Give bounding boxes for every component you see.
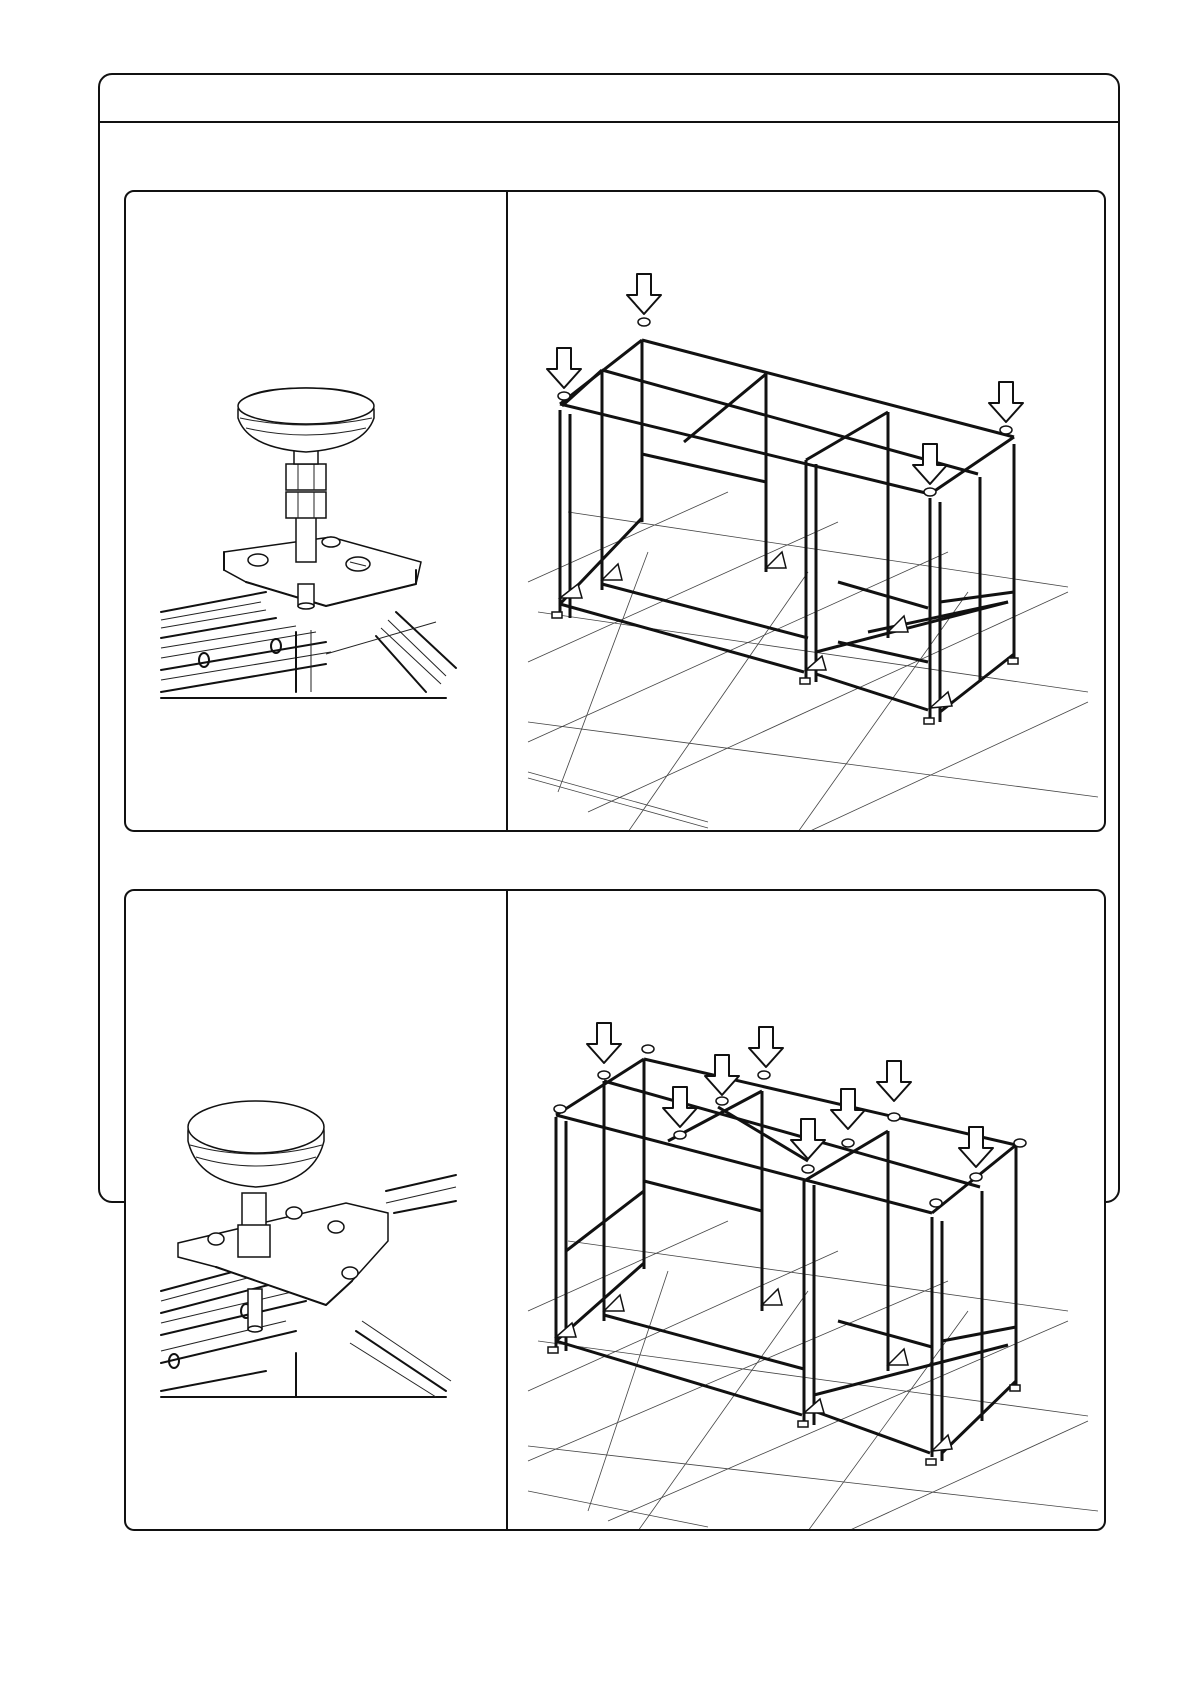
corner-plate <box>224 537 421 606</box>
down-arrow-icon <box>749 1027 783 1067</box>
down-arrow-icon <box>831 1089 865 1129</box>
top-joint-cap <box>1014 1139 1026 1147</box>
step-panel-2 <box>124 889 1106 1531</box>
frame-assembly-illustration <box>508 192 1104 832</box>
down-arrow-icon <box>663 1087 697 1127</box>
top-joint-caps <box>554 1045 1026 1207</box>
detail-view-2 <box>126 891 508 1529</box>
top-joint-cap <box>930 1199 942 1207</box>
down-arrow-icon <box>547 348 581 388</box>
scene-view-1 <box>508 192 1104 830</box>
down-arrow-icon <box>989 382 1023 422</box>
top-joint-cap <box>802 1165 814 1173</box>
top-corner-cap <box>1000 426 1012 434</box>
step-panel-1 <box>124 190 1106 832</box>
detail-view-1 <box>126 192 508 830</box>
down-arrow-icon <box>627 274 661 314</box>
foot-pad <box>188 1101 324 1187</box>
down-arrow-icon <box>913 444 947 484</box>
top-joint-cap <box>758 1071 770 1079</box>
top-joint-cap <box>842 1139 854 1147</box>
header-band <box>100 75 1118 123</box>
leveling-foot-detail-illustration <box>126 192 506 832</box>
foot-pad <box>238 388 374 452</box>
scene-view-2 <box>508 891 1104 1529</box>
top-corner-cap <box>924 488 936 496</box>
top-corner-cap <box>558 392 570 400</box>
top-joint-cap <box>970 1173 982 1181</box>
down-arrow-icon <box>587 1023 621 1063</box>
frame-assembly-illustration <box>508 891 1104 1531</box>
aluminum-frame <box>552 340 1018 724</box>
top-joint-cap <box>888 1113 900 1121</box>
joint-plate <box>178 1203 388 1305</box>
down-arrows <box>547 274 1023 484</box>
down-arrow-icon <box>877 1061 911 1101</box>
top-joint-cap <box>674 1131 686 1139</box>
down-arrow-icon <box>705 1055 739 1095</box>
threaded-stud <box>296 510 316 609</box>
top-joint-cap <box>554 1105 566 1113</box>
aluminum-frame <box>548 1059 1020 1465</box>
top-joint-cap <box>716 1097 728 1105</box>
top-joint-cap <box>598 1071 610 1079</box>
top-joint-cap <box>642 1045 654 1053</box>
top-corner-cap <box>638 318 650 326</box>
leveling-foot-joint-detail-illustration <box>126 891 506 1531</box>
hex-nuts <box>286 444 326 518</box>
